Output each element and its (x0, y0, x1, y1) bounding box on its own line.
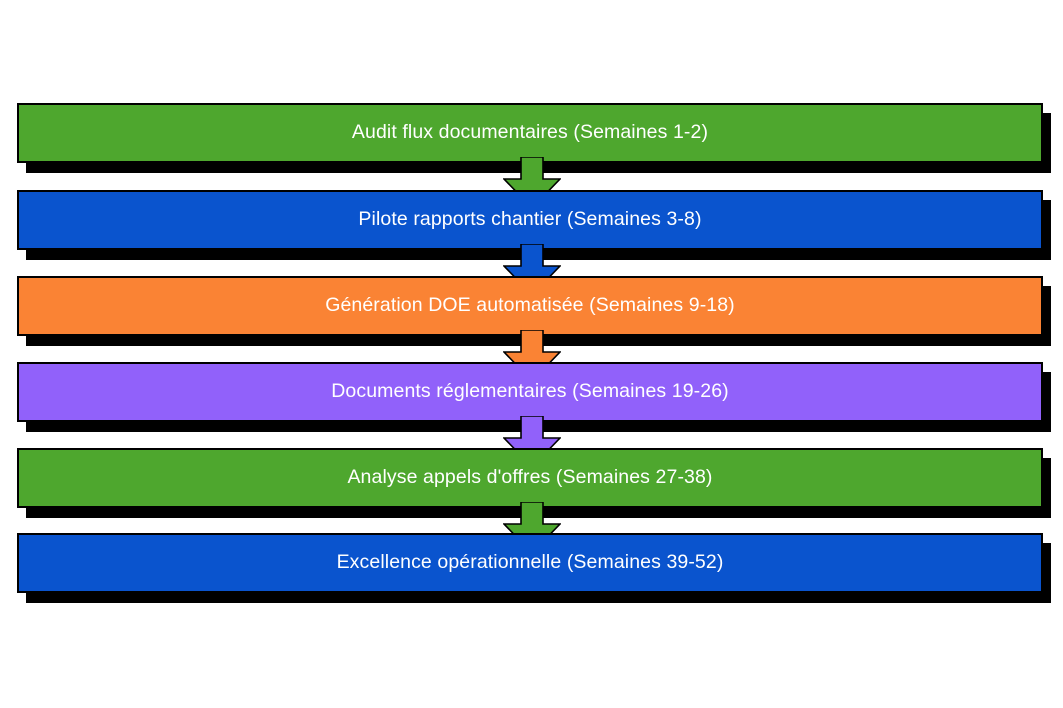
stage-label-1: Audit flux documentaires (Semaines 1-2) (351, 121, 709, 144)
stage-label-3: Génération DOE automatisée (Semaines 9-1… (325, 294, 735, 317)
stage-box-6[interactable]: Excellence opérationnelle (Semaines 39-5… (17, 533, 1043, 593)
stage-box-2[interactable]: Pilote rapports chantier (Semaines 3-8) (17, 190, 1043, 250)
stage-label-6: Excellence opérationnelle (Semaines 39-5… (336, 551, 724, 574)
stage-box-5[interactable]: Analyse appels d'offres (Semaines 27-38) (17, 448, 1043, 508)
stage-label-5: Analyse appels d'offres (Semaines 27-38) (347, 466, 713, 489)
stage-label-2: Pilote rapports chantier (Semaines 3-8) (358, 208, 702, 231)
stage-box-3[interactable]: Génération DOE automatisée (Semaines 9-1… (17, 276, 1043, 336)
stage-box-1[interactable]: Audit flux documentaires (Semaines 1-2) (17, 103, 1043, 163)
stage-label-4: Documents réglementaires (Semaines 19-26… (331, 380, 729, 403)
stage-box-4[interactable]: Documents réglementaires (Semaines 19-26… (17, 362, 1043, 422)
